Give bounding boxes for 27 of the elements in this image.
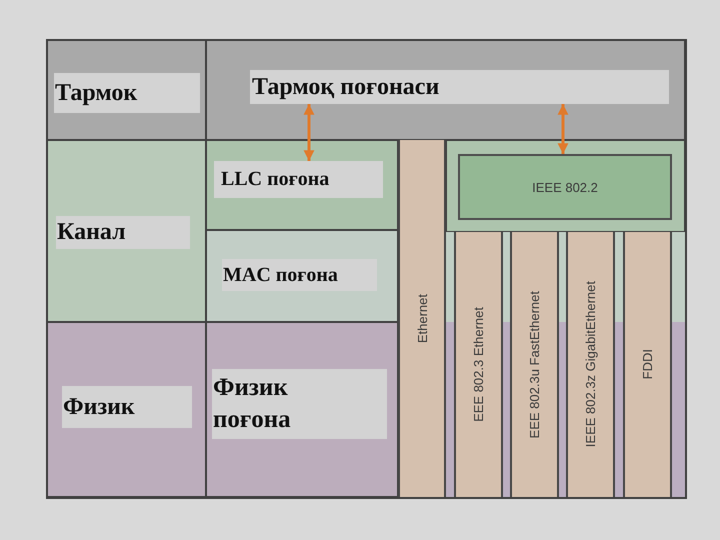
layer-name: Физик поғона (213, 372, 292, 435)
protocol-name: EEE 802.3u FastEthernet (527, 290, 542, 438)
layer-name: Канал (57, 219, 126, 246)
layer-name: Тармоқ поғонаси (252, 74, 440, 100)
layer-name: Тармок (55, 80, 138, 106)
protocol-name: IEEE 802.3z GigabitEthernet (583, 281, 598, 448)
protocol-column (566, 232, 615, 497)
protocol-name: IEEE 802.2 (532, 180, 598, 194)
label-panel (214, 161, 383, 198)
protocol-column (454, 232, 503, 497)
double-arrow (558, 104, 568, 154)
protocol-column (623, 232, 672, 497)
protocol-name: Ethernet (414, 294, 430, 344)
label-panel (212, 369, 387, 439)
label-panel (54, 73, 200, 113)
protocol-name: EEE 802.3 Ethernet (471, 307, 486, 422)
layer-name: Физик (63, 394, 135, 420)
protocol-box (458, 154, 672, 220)
label-panel (62, 386, 192, 428)
label-panel (250, 70, 669, 104)
protocol-name: FDDI (640, 349, 655, 380)
protocol-column (398, 140, 446, 497)
layer-name: MAC поғона (223, 264, 338, 286)
double-arrow (304, 104, 314, 161)
label-panel (56, 216, 190, 249)
layer-name: LLC поғона (221, 168, 330, 191)
protocol-column (510, 232, 559, 497)
